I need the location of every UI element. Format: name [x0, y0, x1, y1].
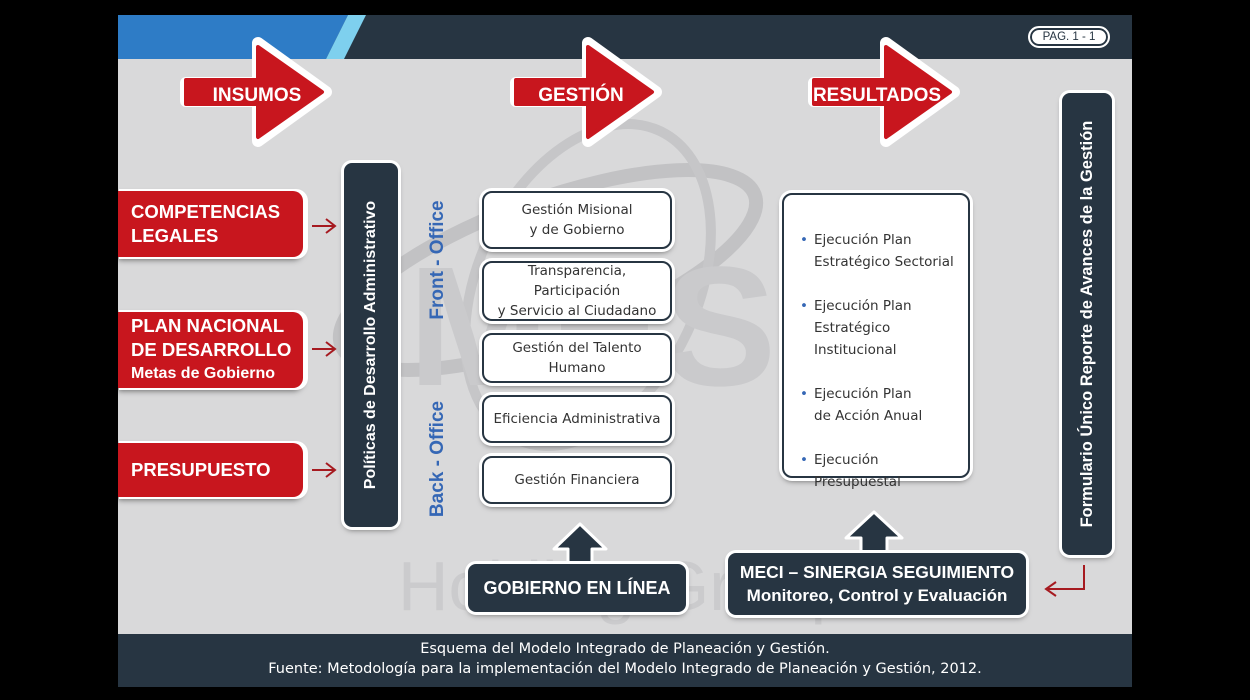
resultado-item: Ejecución Presupuestal	[800, 449, 968, 493]
page-label: PAG. 1 - 1	[1028, 26, 1110, 48]
arrow-insumos-label: INSUMOS	[212, 85, 302, 106]
gestion-financiera: Gestión Financiera	[482, 456, 672, 504]
resultado-item: Ejecución Plan Estratégico Institucional	[800, 295, 968, 361]
arrow-resultados-label: RESULTADOS	[812, 85, 942, 106]
talento-humano-label: Gestión del Talento Humano	[512, 340, 642, 376]
top-bar-stripe	[118, 15, 366, 59]
small-arrow-3	[312, 462, 337, 478]
resultado-3-line1: Ejecución Plan	[814, 386, 912, 402]
plan-line1: PLAN NACIONAL	[131, 315, 285, 336]
small-arrow-2	[312, 341, 337, 357]
caption-bar: Esquema del Modelo Integrado de Planeaci…	[118, 634, 1132, 687]
back-office-label: Back - Office	[427, 400, 448, 518]
meci-subtitle: Monitoreo, Control y Evaluación	[746, 586, 1008, 605]
transparencia-line1: Transparencia, Participación	[527, 263, 627, 299]
arrow-resultados	[808, 37, 960, 147]
presupuesto-label: PRESUPUESTO	[131, 459, 271, 480]
gobierno-en-linea-label: GOBIERNO EN LÍNEA	[483, 578, 671, 598]
gestion-misional: Gestión Misional y de Gobierno	[482, 191, 672, 249]
competencias-line1: COMPETENCIAS	[131, 201, 281, 222]
caption-line1: Esquema del Modelo Integrado de Planeaci…	[420, 641, 830, 657]
plan-subtitle: Metas de Gobierno	[131, 365, 276, 382]
resultado-1-line2: Estratégico Sectorial	[814, 254, 954, 270]
diagram-slide: PAG. 1 - 1 MES ® Holding Group INSUMOS G…	[118, 15, 1132, 687]
politicas-box: Políticas de Desarrollo Administrativo	[344, 163, 398, 527]
eficiencia-label: Eficiencia Administrativa	[493, 411, 661, 427]
resultado-item: Ejecución Plan de Acción Anual	[800, 383, 968, 427]
talento-humano: Gestión del Talento Humano	[482, 333, 672, 383]
competencias-line2: LEGALES	[131, 225, 219, 246]
resultado-3-line2: de Acción Anual	[814, 408, 923, 424]
arrow-gestion-label: GESTIÓN	[538, 85, 624, 106]
gestion-misional-line2: y de Gobierno	[529, 222, 625, 238]
input-competencias: COMPETENCIAS LEGALES	[118, 191, 303, 257]
resultado-1-line1: Ejecución Plan	[814, 232, 912, 248]
gobierno-en-linea-box: GOBIERNO EN LÍNEA	[468, 564, 686, 612]
plan-line2: DE DESARROLLO	[131, 339, 292, 360]
top-bar: PAG. 1 - 1	[118, 15, 1132, 59]
front-office-label: Front - Office	[427, 200, 448, 320]
resultado-4-line1: Ejecución Presupuestal	[814, 452, 901, 490]
return-arrow	[1044, 565, 1085, 597]
resultado-2-line2: Estratégico Institucional	[814, 320, 897, 358]
input-plan-nacional: PLAN NACIONAL DE DESARROLLO Metas de Gob…	[118, 312, 303, 388]
resultados-box: Ejecución Plan Estratégico Sectorial Eje…	[782, 193, 970, 490]
resultado-item: Ejecución Plan Estratégico Sectorial	[800, 229, 968, 273]
resultado-2-line1: Ejecución Plan	[814, 298, 912, 314]
meci-box: MECI – SINERGIA SEGUIMIENTO Monitoreo, C…	[728, 553, 1026, 615]
transparencia-line2: y Servicio al Ciudadano	[497, 303, 657, 319]
small-arrow-1	[312, 218, 337, 234]
financiera-label: Gestión Financiera	[514, 472, 640, 488]
meci-title: MECI – SINERGIA SEGUIMIENTO	[739, 562, 1015, 582]
caption-line2: Fuente: Metodología para la implementaci…	[268, 661, 982, 677]
eficiencia-administrativa: Eficiencia Administrativa	[482, 395, 672, 443]
input-presupuesto: PRESUPUESTO	[118, 443, 303, 497]
politicas-label: Políticas de Desarrollo Administrativo	[362, 200, 379, 490]
formulario-box: Formulario Único Reporte de Avances de l…	[1062, 93, 1112, 555]
arrow-insumos	[180, 37, 332, 147]
arrow-gestion	[510, 37, 662, 147]
transparencia: Transparencia, Participación y Servicio …	[482, 261, 672, 321]
formulario-label: Formulario Único Reporte de Avances de l…	[1078, 120, 1096, 528]
gestion-misional-line1: Gestión Misional	[521, 202, 633, 218]
